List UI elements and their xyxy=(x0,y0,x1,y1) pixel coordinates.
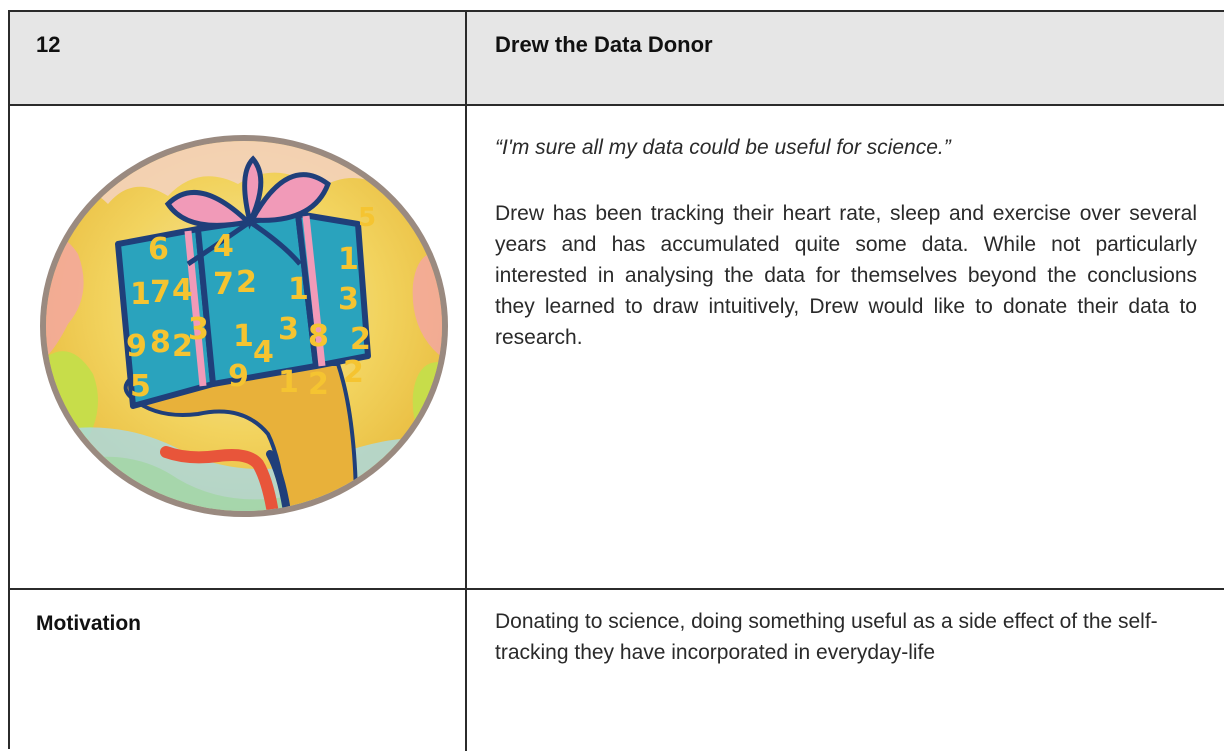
motivation-text: Donating to science, doing something use… xyxy=(495,610,1158,664)
persona-name-cell: Drew the Data Donor xyxy=(467,12,1224,104)
box-digit: 3 xyxy=(278,312,299,347)
gift-box-of-numbers-illustration: 6 4 1 7 2 1 3 1 7 4 2 3 9 8 2 xyxy=(40,135,448,517)
box-digit: 1 xyxy=(130,277,151,312)
box-digit: 4 xyxy=(172,273,193,308)
persona-quote: “I'm sure all my data could be useful fo… xyxy=(495,136,951,159)
box-digit: 2 xyxy=(172,329,193,364)
box-digit: 4 xyxy=(253,335,274,370)
box-digit: 1 xyxy=(338,242,359,277)
box-digit: 8 xyxy=(150,325,171,360)
persona-header-row: 12 Drew the Data Donor xyxy=(10,12,1224,106)
persona-text-cell: “I'm sure all my data could be useful fo… xyxy=(467,106,1224,588)
box-digit: 4 xyxy=(213,229,234,264)
motivation-text-cell: Donating to science, doing something use… xyxy=(467,590,1224,751)
column-divider xyxy=(465,12,467,104)
persona-table: 12 Drew the Data Donor xyxy=(8,10,1224,751)
box-digit: 2 xyxy=(308,367,329,402)
box-digit: 7 xyxy=(150,275,171,310)
box-digit: 1 xyxy=(233,319,254,354)
persona-name: Drew the Data Donor xyxy=(495,32,713,57)
box-digit: 2 xyxy=(343,355,364,390)
box-digit: 5 xyxy=(358,203,376,233)
column-divider xyxy=(465,106,467,588)
persona-number-cell: 12 xyxy=(10,12,465,104)
column-divider xyxy=(465,590,467,751)
motivation-label-cell: Motivation xyxy=(10,590,465,751)
box-digit: 8 xyxy=(308,319,329,354)
box-digit: 1 xyxy=(288,272,309,307)
motivation-row: Motivation Donating to science, doing so… xyxy=(10,590,1224,751)
box-digit: 2 xyxy=(350,322,371,357)
box-digit: 7 xyxy=(213,267,234,302)
box-digit: 3 xyxy=(338,282,359,317)
persona-body-row: 6 4 1 7 2 1 3 1 7 4 2 3 9 8 2 xyxy=(10,106,1224,590)
motivation-label: Motivation xyxy=(36,612,141,635)
box-digit: 1 xyxy=(278,365,299,400)
persona-description: Drew has been tracking their heart rate,… xyxy=(495,202,1197,349)
box-digit: 2 xyxy=(236,265,257,300)
box-digit: 9 xyxy=(126,329,147,364)
box-digit: 3 xyxy=(188,312,209,347)
box-digit: 9 xyxy=(228,359,249,394)
box-digit: 5 xyxy=(130,369,151,404)
box-digit: 6 xyxy=(148,232,169,267)
persona-number: 12 xyxy=(36,32,61,57)
illustration-cell: 6 4 1 7 2 1 3 1 7 4 2 3 9 8 2 xyxy=(10,106,465,588)
